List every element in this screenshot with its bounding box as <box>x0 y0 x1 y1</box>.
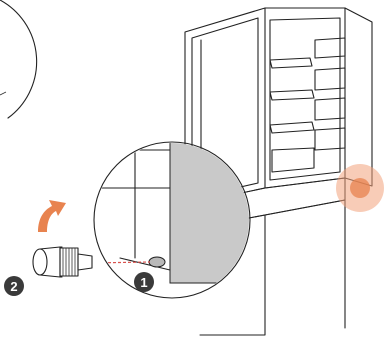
step-1-badge: 1 <box>134 272 154 292</box>
magnified-inset <box>93 141 251 299</box>
left-partial-inset <box>0 0 38 119</box>
curved-up-arrow-icon <box>38 200 66 232</box>
door-bin-4 <box>314 127 346 151</box>
shelf-3 <box>269 121 315 134</box>
leveling-foot <box>32 246 93 278</box>
step-1-number: 1 <box>140 275 147 290</box>
crisper-drawer <box>271 147 315 173</box>
inset-edges <box>95 149 171 271</box>
shelf-1 <box>269 57 313 69</box>
door-bin-2 <box>314 67 346 91</box>
highlight-core <box>350 178 370 198</box>
step-2-badge: 2 <box>4 276 24 296</box>
screw-hole <box>148 256 166 268</box>
freezer-drawer-right <box>264 199 346 329</box>
door-bin-3 <box>314 97 346 121</box>
door-bin-1 <box>314 37 346 59</box>
right-door <box>344 7 373 187</box>
step-2-number: 2 <box>10 279 17 294</box>
shelf-2 <box>269 89 315 101</box>
cabinet-side-panel <box>169 143 249 284</box>
